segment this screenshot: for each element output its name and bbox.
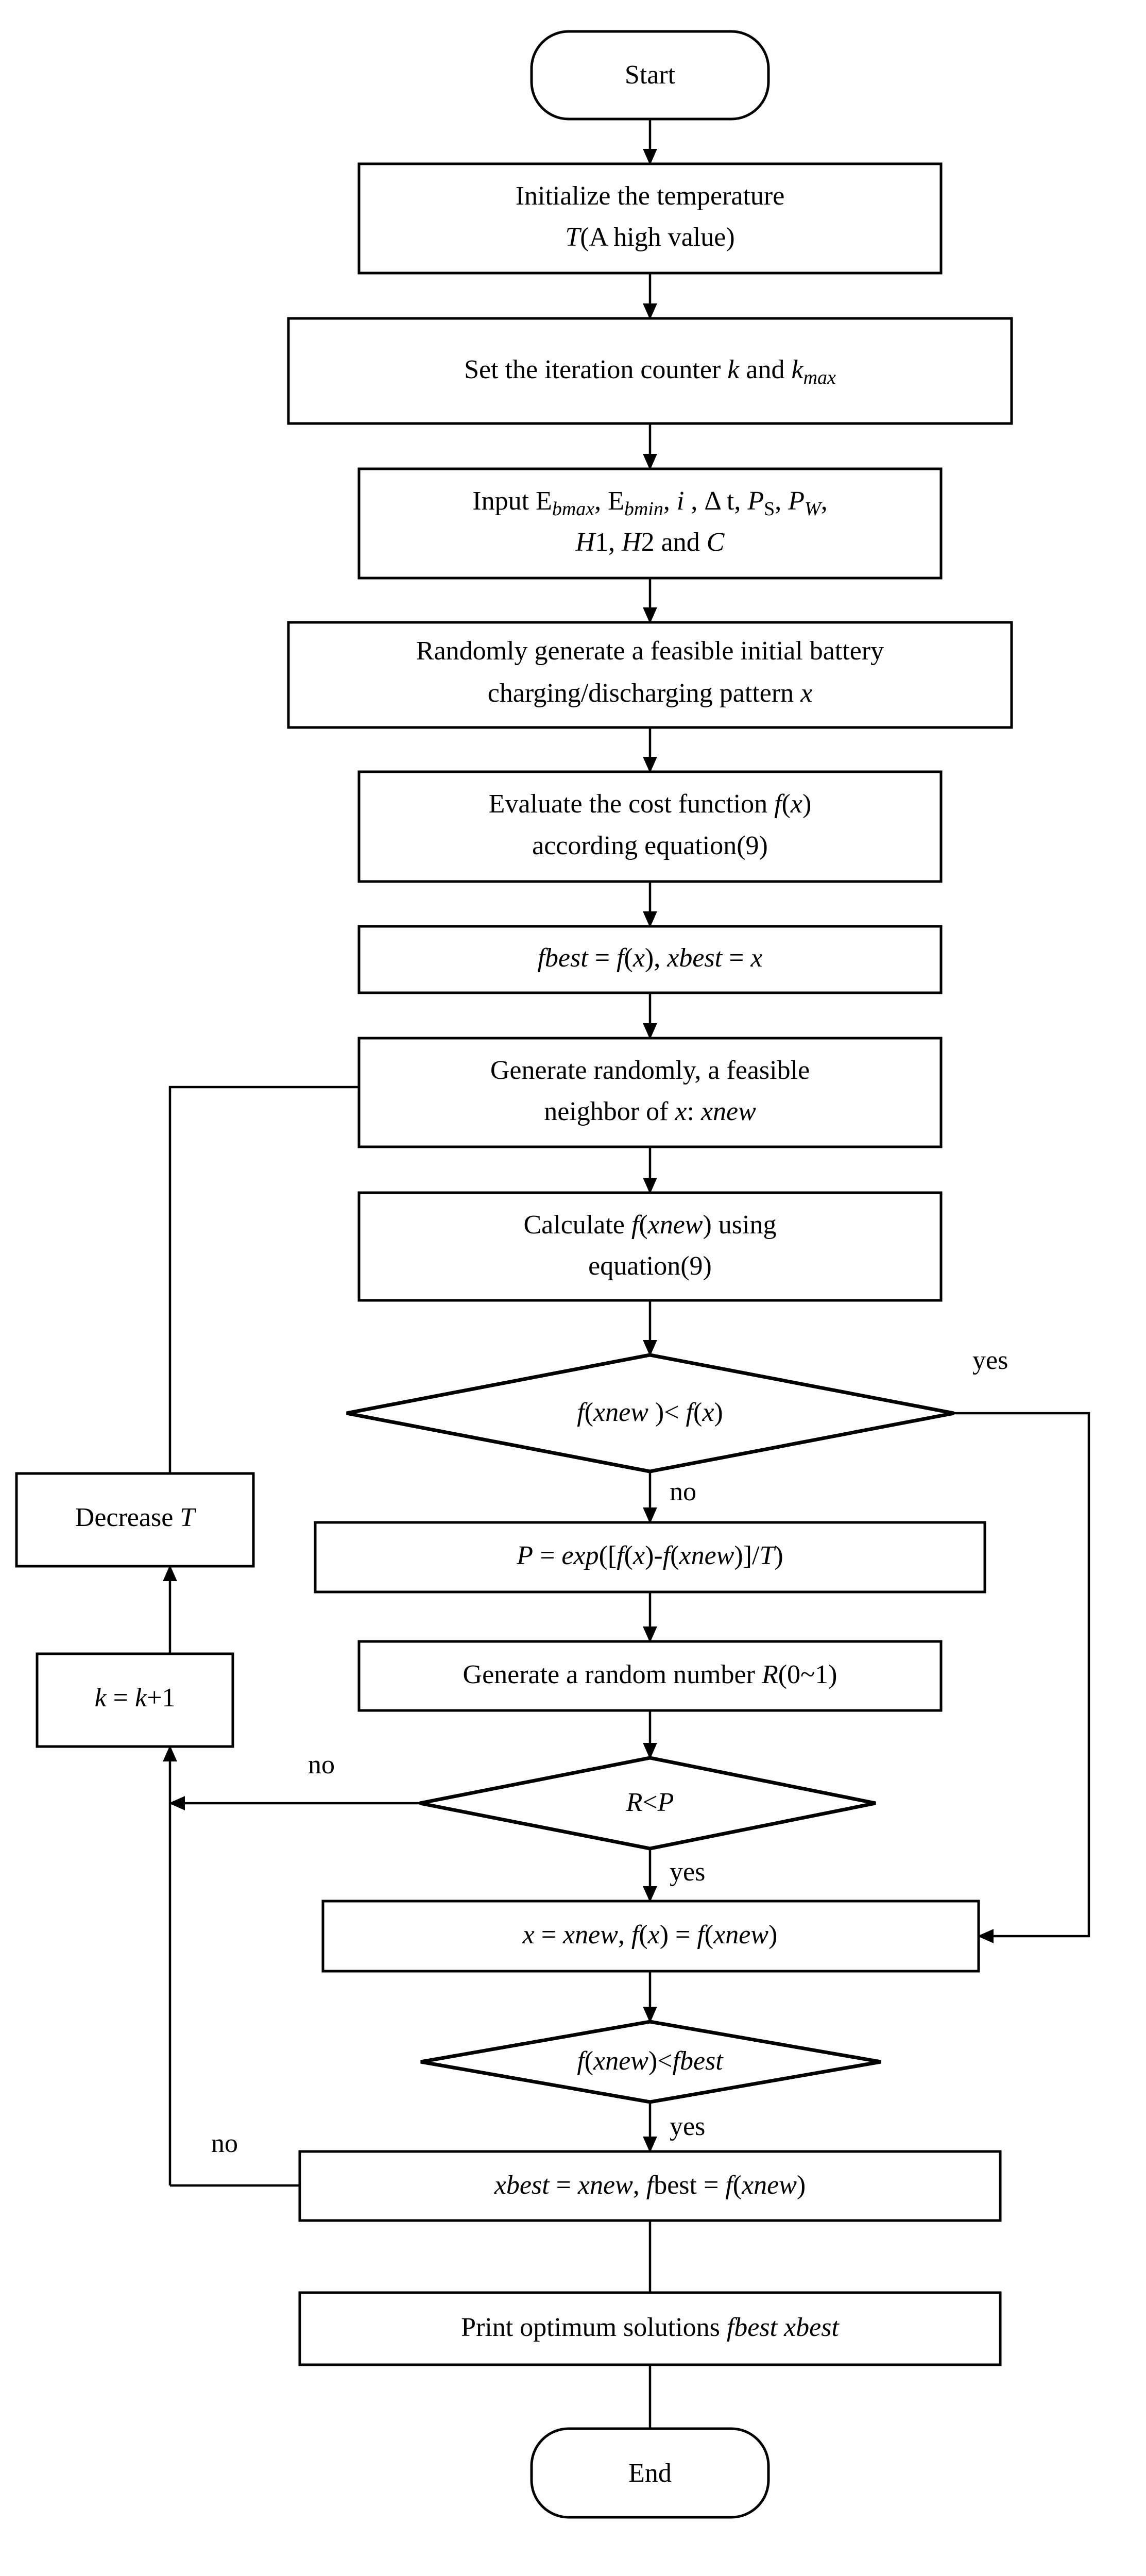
node-start[interactable] xyxy=(530,30,770,121)
node-initialize-temperature[interactable] xyxy=(357,162,943,275)
node-set-best[interactable] xyxy=(357,925,943,994)
node-decision-r-lt-p[interactable] xyxy=(419,1756,876,1851)
node-accept-move[interactable] xyxy=(321,1900,980,1973)
node-calculate-fxnew-label-line2: equation(9) xyxy=(588,1251,712,1281)
node-decision-fxnew-lt-fx[interactable] xyxy=(346,1353,954,1473)
edge-label-r-lt-p-yes: yes xyxy=(670,1857,705,1887)
node-increment-k[interactable] xyxy=(36,1652,234,1748)
node-increment-k-label: k = k+1 xyxy=(95,1683,176,1713)
node-set-best-label: fbest = f(x), xbest = x xyxy=(537,943,762,973)
node-decision-fxnew-lt-fbest[interactable] xyxy=(420,2020,881,2104)
node-calculate-fxnew-label-line1: Calculate f(xnew) using xyxy=(524,1210,777,1240)
node-random-initial-pattern-label-line1: Randomly generate a feasible initial bat… xyxy=(416,636,884,666)
node-generate-random-number[interactable] xyxy=(357,1640,943,1712)
node-print-solutions-label: Print optimum solutions fbest xbest xyxy=(461,2313,840,2342)
node-random-initial-pattern-label-line2: charging/discharging pattern x xyxy=(488,679,813,708)
node-probability-formula-label: P = exp([f(x)-f(xnew)]/T) xyxy=(516,1541,783,1570)
node-decision-fxnew-lt-fx-label: f(xnew )< f(x) xyxy=(577,1398,723,1427)
node-decision-r-lt-p-label: R<P xyxy=(626,1788,674,1817)
node-evaluate-cost-function[interactable] xyxy=(357,770,943,883)
node-end-label: End xyxy=(628,2459,672,2488)
node-evaluate-cost-function-label-line2: according equation(9) xyxy=(532,831,768,860)
edge-label-fbest-no: no xyxy=(211,2129,238,2158)
edge-label-fxnew-lt-fx-no: no xyxy=(670,1477,696,1506)
node-input-parameters[interactable] xyxy=(357,467,943,580)
node-calculate-fxnew[interactable] xyxy=(357,1191,943,1302)
node-generate-neighbor[interactable] xyxy=(357,1037,943,1148)
node-set-iteration-counter[interactable] xyxy=(287,317,1013,425)
node-set-iteration-counter-label: Set the iteration counter k and kmax xyxy=(464,355,836,388)
node-decision-fxnew-lt-fbest-label: f(xnew)<fbest xyxy=(577,2046,724,2076)
node-evaluate-cost-function-label-line1: Evaluate the cost function f(x) xyxy=(489,789,812,819)
node-generate-random-number-label: Generate a random number R(0~1) xyxy=(463,1660,837,1689)
node-print-solutions[interactable] xyxy=(298,2291,1002,2366)
node-initialize-temperature-label-line2: T(A high value) xyxy=(565,223,734,252)
node-end[interactable] xyxy=(530,2427,770,2519)
node-probability-formula[interactable] xyxy=(314,1521,986,1594)
edge-label-fbest-yes: yes xyxy=(670,2112,705,2141)
node-decrease-temperature-label: Decrease T xyxy=(75,1503,197,1532)
node-decrease-temperature[interactable] xyxy=(15,1472,255,1568)
node-start-label: Start xyxy=(625,60,676,90)
node-input-parameters-label-line2: H1, H2 and C xyxy=(575,528,725,557)
edge-label-r-lt-p-no: no xyxy=(308,1750,335,1780)
node-initialize-temperature-label-line1: Initialize the temperature xyxy=(516,181,785,211)
node-accept-move-label: x = xnew, f(x) = f(xnew) xyxy=(522,1920,778,1950)
edge-label-fxnew-lt-fx-yes: yes xyxy=(972,1346,1008,1375)
node-random-initial-pattern[interactable] xyxy=(287,621,1013,729)
node-update-best[interactable] xyxy=(298,2150,1002,2222)
node-generate-neighbor-label-line1: Generate randomly, a feasible xyxy=(490,1056,810,1085)
node-generate-neighbor-label-line2: neighbor of x: xnew xyxy=(544,1097,756,1126)
node-input-parameters-label-line1: Input Ebmax, Ebmin, i , Δ t, PS, PW, xyxy=(472,486,827,520)
node-update-best-label: xbest = xnew, fbest = f(xnew) xyxy=(494,2171,806,2200)
